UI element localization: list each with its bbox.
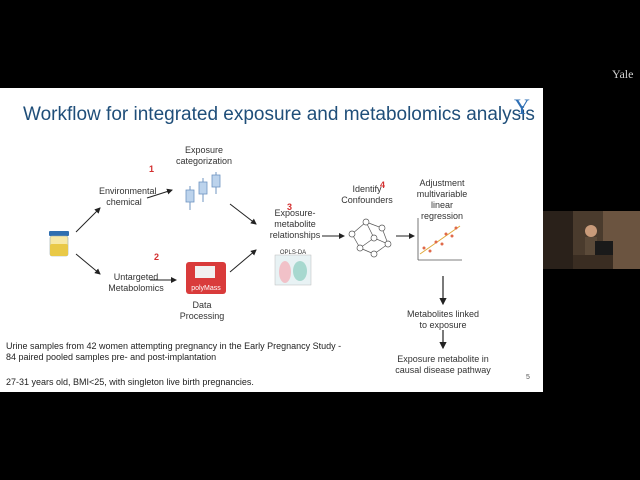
speaker-video-thumbnail[interactable] <box>543 211 640 269</box>
slide-page-number: 5 <box>526 374 530 381</box>
urine-sample-icon <box>49 231 69 257</box>
polymass-icon: polyMass <box>186 262 226 294</box>
speaker-video-image <box>543 211 640 269</box>
arrow-processing-to-relationships <box>229 249 257 273</box>
label-untargeted-metabolomics: Untargeted Metabolomics <box>108 272 164 293</box>
arrow-to-metabolomics <box>75 253 101 275</box>
arrow-categorization-to-relationships <box>229 203 257 225</box>
label-metabolites-linked: Metabolites linked to exposure <box>406 309 480 330</box>
svg-text:OPLS-DA: OPLS-DA <box>280 250 306 256</box>
label-identify-confounders: Identify Confounders <box>341 184 393 205</box>
svg-text:polyMass: polyMass <box>191 285 221 292</box>
step-number-4: 4 <box>380 180 386 190</box>
label-environmental-chemical: Environmental chemical <box>99 186 157 207</box>
workflow-diagram: polyMass OPLS-DA <box>49 172 462 350</box>
notes-line-2: 84 paired pooled samples pre- and post-i… <box>6 352 217 362</box>
step-number-2: 2 <box>154 252 160 262</box>
arrow-to-environmental <box>75 207 101 233</box>
label-adjustment-regression: Adjustment multivariable linear regressi… <box>416 178 468 221</box>
notes-line-1: Urine samples from 42 women attempting p… <box>6 341 342 351</box>
notes-line-3: 27-31 years old, BMI<25, with singleton … <box>6 377 254 387</box>
label-exposure-categorization: Exposure categorization <box>175 145 233 166</box>
yale-corner-logo: Yale <box>612 67 634 81</box>
presentation-slide: polyMass OPLS-DA <box>0 88 543 392</box>
slide-title: Workflow for integrated exposure and met… <box>23 104 535 125</box>
arrow-to-categorization <box>146 188 173 199</box>
label-data-processing: Data Processing <box>179 300 225 321</box>
regression-scatter-icon <box>417 218 462 261</box>
label-causal-pathway: Exposure metabolite in causal disease pa… <box>395 354 491 375</box>
step-number-1: 1 <box>149 164 155 174</box>
network-graph-icon <box>348 218 392 258</box>
step-number-3: 3 <box>287 202 293 212</box>
label-exposure-metabolite-relationships: Exposure-metabolite relationships <box>269 208 321 240</box>
opls-da-plot-icon: OPLS-DA <box>274 250 312 286</box>
box-plot-icon <box>185 172 221 210</box>
yale-y-logo: Y <box>514 94 530 119</box>
